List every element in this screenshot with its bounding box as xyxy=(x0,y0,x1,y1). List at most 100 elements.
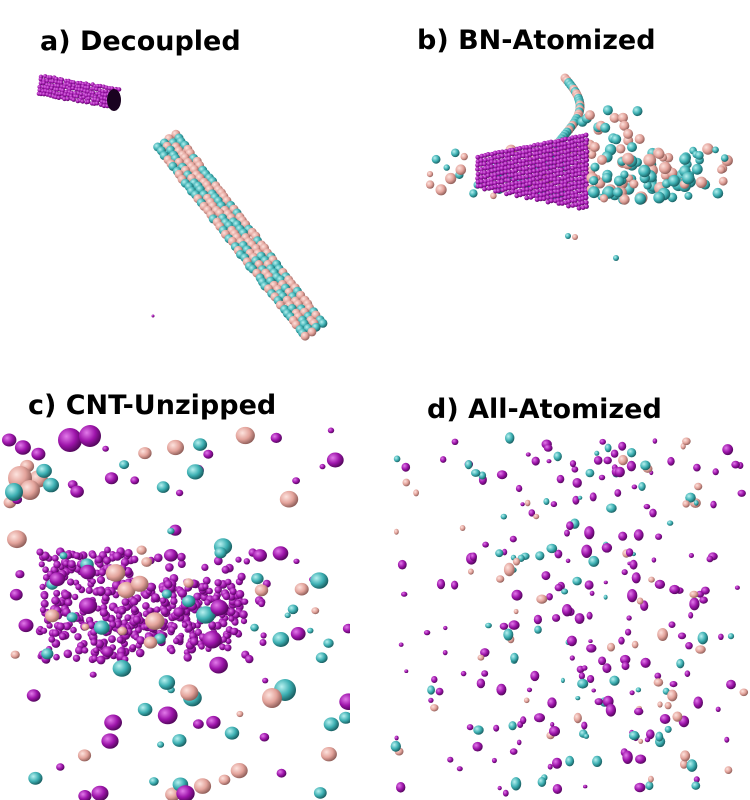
carbon-atom xyxy=(104,546,111,554)
carbon-atom xyxy=(499,622,509,630)
carbon-atom xyxy=(669,681,678,688)
carbon-atom xyxy=(506,152,512,158)
carbon-atom xyxy=(290,627,306,641)
carbon-atom xyxy=(548,143,554,149)
carbon-atom xyxy=(634,707,644,716)
carbon-atom xyxy=(651,557,657,563)
carbon-atom xyxy=(159,597,167,604)
boron-atom xyxy=(623,128,634,139)
carbon-atom xyxy=(514,193,520,199)
nitrogen-atom xyxy=(638,164,651,178)
nitrogen-atom xyxy=(594,450,600,456)
carbon-atom xyxy=(326,452,344,468)
nitrogen-atom xyxy=(485,622,492,629)
carbon-atom xyxy=(556,201,562,206)
nitrogen-atom xyxy=(443,164,450,171)
carbon-atom xyxy=(646,729,655,740)
carbon-atom xyxy=(93,647,100,654)
carbon-atom xyxy=(548,152,554,158)
carbon-atom xyxy=(59,80,64,85)
carbon-atom xyxy=(520,716,527,725)
boron-atom xyxy=(254,584,269,597)
nitrogen-atom xyxy=(464,460,473,470)
carbon-atom xyxy=(101,646,114,658)
carbon-atom xyxy=(545,165,550,171)
carbon-atom xyxy=(163,549,178,562)
nitrogen-atom xyxy=(612,187,623,198)
nitrogen-atom xyxy=(691,163,703,175)
carbon-atom xyxy=(108,635,116,643)
carbon-atom xyxy=(496,188,501,194)
carbon-atom xyxy=(572,495,580,505)
carbon-atom xyxy=(62,622,72,631)
boron-atom xyxy=(235,426,255,445)
carbon-atom xyxy=(685,642,693,650)
carbon-atom xyxy=(580,142,586,148)
carbon-atom xyxy=(51,629,60,637)
carbon-atom xyxy=(71,593,79,601)
boron-atom xyxy=(512,557,521,566)
nitrogen-atom xyxy=(510,652,519,663)
nitrogen-atom xyxy=(427,685,435,695)
carbon-atom xyxy=(598,656,607,666)
carbon-atom xyxy=(535,159,541,165)
nitrogen-atom xyxy=(323,717,339,732)
carbon-atom xyxy=(538,196,544,202)
nitrogen-atom xyxy=(666,520,674,526)
carbon-atom xyxy=(562,182,568,188)
carbon-atom xyxy=(583,166,589,172)
carbon-atom xyxy=(193,719,204,729)
carbon-atom xyxy=(493,159,498,165)
carbon-atom xyxy=(102,445,109,452)
carbon-atom xyxy=(634,782,646,793)
boron-atom xyxy=(739,688,749,697)
boron-atom xyxy=(236,710,244,718)
boron-atom xyxy=(117,626,127,636)
nitrogen-atom xyxy=(284,612,291,619)
nitrogen-atom xyxy=(93,620,110,635)
boron-atom xyxy=(180,684,199,701)
boron-atom xyxy=(523,697,530,704)
carbon-atom xyxy=(576,205,582,211)
carbon-atom xyxy=(486,169,491,175)
carbon-atom xyxy=(566,169,572,175)
carbon-atom xyxy=(584,204,589,209)
carbon-atom xyxy=(56,95,61,101)
nitrogen-atom xyxy=(712,146,719,154)
carbon-atom xyxy=(626,615,632,621)
carbon-atom xyxy=(552,784,563,794)
boron-atom xyxy=(657,701,663,708)
nitrogen-atom xyxy=(287,604,299,615)
boron-atom xyxy=(183,578,194,588)
carbon-atom xyxy=(103,89,109,94)
carbon-atom xyxy=(513,172,519,178)
carbon-atom xyxy=(531,456,540,466)
carbon-atom xyxy=(201,563,209,572)
carbon-atom xyxy=(545,195,551,201)
carbon-atom xyxy=(151,593,160,602)
carbon-atom xyxy=(456,766,463,772)
nitrogen-atom xyxy=(495,549,504,558)
carbon-atom xyxy=(208,621,217,629)
carbon-atom xyxy=(586,644,597,653)
carbon-atom xyxy=(99,608,109,617)
carbon-atom xyxy=(151,314,155,318)
carbon-atom xyxy=(552,160,558,166)
nitrogen-atom xyxy=(535,551,545,561)
carbon-atom xyxy=(548,157,554,162)
carbon-atom xyxy=(566,144,572,150)
nitrogen-atom xyxy=(686,759,698,772)
carbon-atom xyxy=(580,150,586,156)
carbon-atom xyxy=(235,589,245,599)
nitrogen-atom xyxy=(471,469,481,477)
nitrogen-atom xyxy=(681,171,695,185)
nitrogen-atom xyxy=(676,658,685,669)
carbon-atom xyxy=(73,552,81,560)
carbon-atom xyxy=(168,626,176,633)
carbon-atom xyxy=(170,597,178,605)
boron-atom xyxy=(680,759,688,769)
carbon-atom xyxy=(614,489,622,497)
carbon-atom xyxy=(482,182,488,188)
carbon-atom xyxy=(491,757,497,764)
boron-atom xyxy=(599,194,609,203)
